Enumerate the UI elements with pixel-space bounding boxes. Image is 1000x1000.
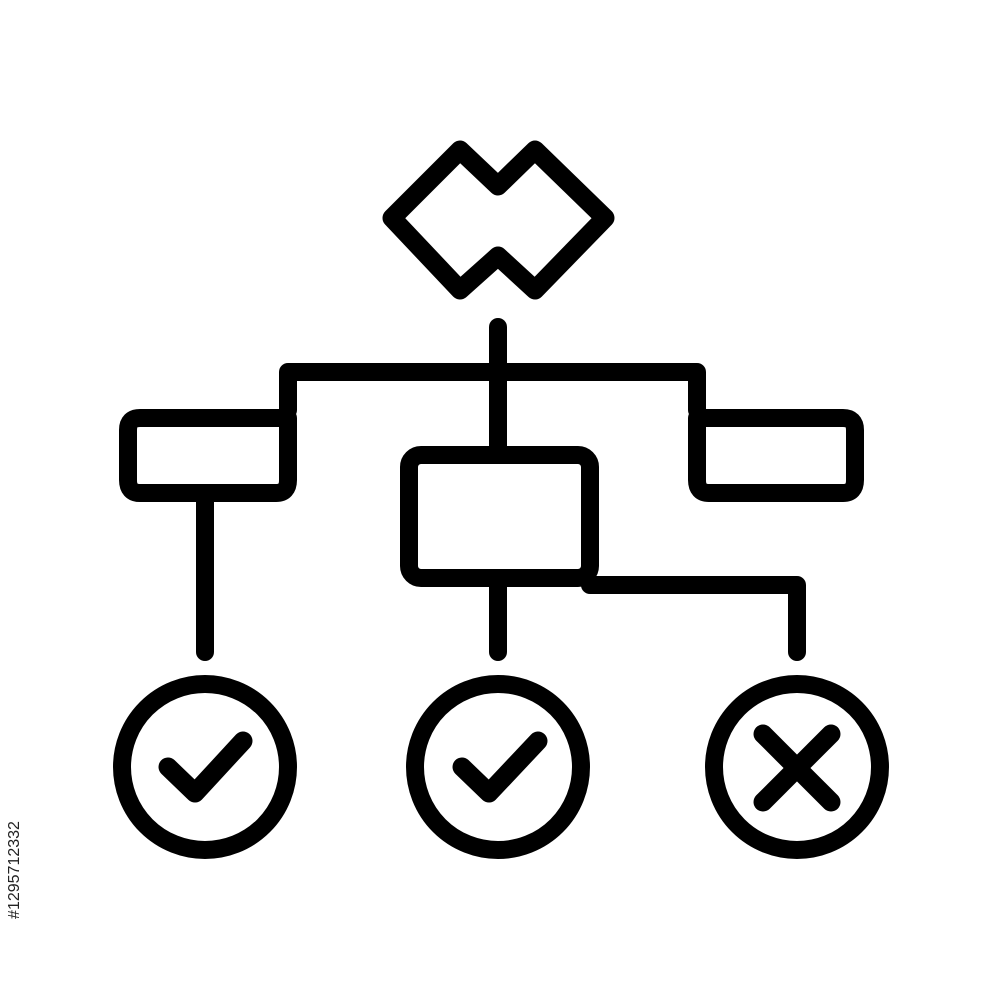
right-outcome-circle: [705, 675, 889, 859]
check-icon: [452, 731, 548, 803]
center-outcome-circle: [406, 675, 590, 859]
stock-id-watermark: #1295712332: [0, 740, 30, 1000]
stock-id-text: #1295712332: [6, 821, 24, 919]
right-process-box: [688, 409, 864, 502]
cross-icon: [753, 724, 841, 812]
left-outcome-circle: [113, 675, 297, 859]
decision-diamond-icon: [382, 140, 615, 300]
center-process-box: [400, 446, 599, 587]
left-process-box: [119, 409, 297, 502]
check-icon: [158, 731, 253, 803]
right-branch-connector: [581, 576, 806, 661]
